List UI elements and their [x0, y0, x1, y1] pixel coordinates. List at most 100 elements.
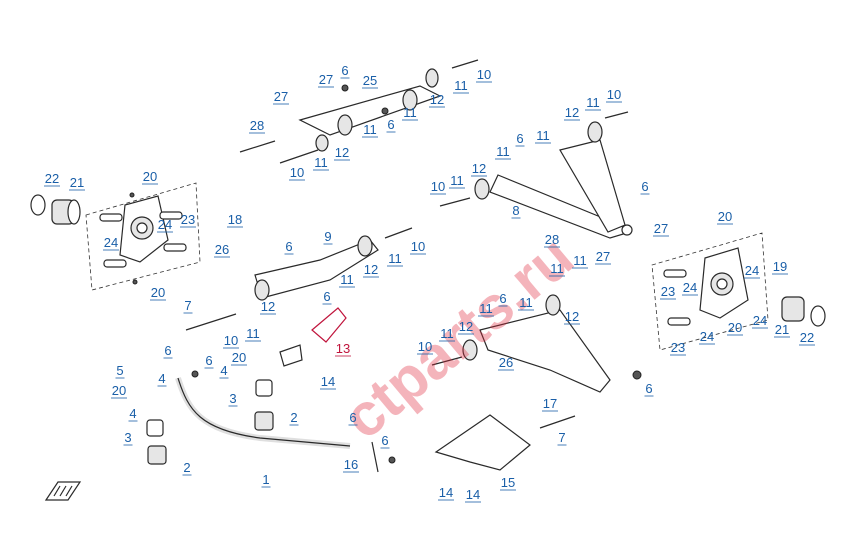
callout-12: 12 — [459, 319, 473, 334]
nut-6-left — [191, 370, 199, 378]
right-bushing-1 — [663, 269, 687, 278]
callout-28: 28 — [250, 118, 264, 133]
left-bushing-3 — [159, 211, 183, 220]
stabilizer-bar — [177, 377, 351, 447]
callout-26: 26 — [499, 355, 513, 370]
callout-11: 11 — [363, 122, 377, 137]
callout-6: 6 — [387, 117, 394, 132]
callout-10: 10 — [418, 339, 432, 354]
left-knuckle-assembly — [30, 192, 187, 285]
callout-12: 12 — [261, 299, 275, 314]
callout-3: 3 — [124, 430, 131, 445]
callout-21: 21 — [70, 175, 84, 190]
snap-ring-right — [810, 305, 826, 327]
right-upper-a-arm — [439, 111, 633, 239]
callout-10: 10 — [431, 179, 445, 194]
lower-a-arm-bushing-left — [462, 339, 478, 361]
callout-24: 24 — [158, 217, 172, 232]
callout-7: 7 — [558, 430, 565, 445]
bushing-12-top-left — [315, 134, 329, 152]
callout-20: 20 — [112, 383, 126, 398]
callout-5: 5 — [116, 363, 123, 378]
callout-6: 6 — [349, 410, 356, 425]
callout-24: 24 — [745, 263, 759, 278]
callout-6: 6 — [645, 381, 652, 396]
callout-2: 2 — [183, 460, 190, 475]
callout-6: 6 — [641, 179, 648, 194]
callout-12: 12 — [335, 145, 349, 160]
callout-24: 24 — [683, 280, 697, 295]
bolt-10-lower — [431, 356, 463, 366]
callout-11: 11 — [586, 95, 600, 110]
callout-18: 18 — [228, 212, 242, 227]
callout-11: 11 — [454, 78, 468, 93]
callout-10: 10 — [290, 165, 304, 180]
left-bushing-2 — [103, 259, 127, 268]
callout-15: 15 — [501, 475, 515, 490]
callout-6: 6 — [205, 353, 212, 368]
callout-20: 20 — [232, 350, 246, 365]
bolt-10-middle — [384, 227, 413, 239]
callout-27: 27 — [319, 72, 333, 87]
bolt-10-a-arm-top — [604, 111, 629, 119]
callout-14: 14 — [321, 374, 335, 389]
left-bushing-4 — [163, 243, 187, 252]
a-arm-ball-joint — [621, 224, 633, 236]
callout-4: 4 — [129, 406, 136, 421]
skid-plate-15 — [434, 414, 531, 471]
callout-24: 24 — [700, 329, 714, 344]
callout-20: 20 — [728, 320, 742, 335]
callout-6: 6 — [323, 289, 330, 304]
callout-6: 6 — [516, 131, 523, 146]
nut-6-link — [388, 456, 396, 464]
callout-19: 19 — [773, 259, 787, 274]
front-arrow-icon — [44, 481, 82, 501]
bushing-12-top-right — [425, 68, 439, 88]
callout-12: 12 — [364, 262, 378, 277]
lower-a-arm-body — [479, 309, 611, 393]
nut-6-mid — [381, 107, 389, 115]
right-knuckle-assembly — [663, 247, 826, 327]
callout-12: 12 — [472, 161, 486, 176]
stabilizer-bushing-right — [254, 411, 274, 431]
callout-11: 11 — [550, 261, 564, 276]
callout-21: 21 — [775, 322, 789, 337]
callout-11: 11 — [388, 251, 402, 266]
bracket-3-left — [146, 419, 164, 437]
callout-20: 20 — [143, 169, 157, 184]
right-lower-a-arm — [431, 294, 642, 429]
callout-14: 14 — [439, 485, 453, 500]
callout-27: 27 — [596, 249, 610, 264]
callout-10: 10 — [607, 87, 621, 102]
guard-plate-13 — [311, 307, 347, 343]
left-knuckle-bore — [136, 222, 148, 234]
callout-10: 10 — [477, 67, 491, 82]
callout-12: 12 — [430, 92, 444, 107]
callout-6: 6 — [499, 291, 506, 306]
callout-6: 6 — [164, 343, 171, 358]
callout-4: 4 — [220, 363, 227, 378]
callout-26: 26 — [215, 242, 229, 257]
guard-bracket-14 — [279, 344, 303, 367]
callout-23: 23 — [181, 212, 195, 227]
callout-25: 25 — [363, 73, 377, 88]
stabilizer-bushing-left — [147, 445, 167, 465]
callout-11: 11 — [496, 144, 510, 159]
stabilizer-bar-assembly — [146, 370, 396, 473]
bolt-28-top — [239, 140, 276, 153]
left-bushing-1 — [99, 213, 123, 222]
callout-17: 17 — [543, 396, 557, 411]
bolt-10-a-arm — [439, 197, 471, 207]
bracket-3-right — [255, 379, 273, 397]
callout-7: 7 — [184, 298, 191, 313]
bolt-7-left — [185, 313, 237, 331]
left-knuckle-bolt-bottom — [132, 279, 138, 285]
callout-11: 11 — [340, 272, 354, 287]
a-arm-bushing-top — [587, 121, 603, 143]
callout-9: 9 — [324, 229, 331, 244]
callout-24: 24 — [753, 313, 767, 328]
bearing-left-face — [67, 199, 81, 225]
